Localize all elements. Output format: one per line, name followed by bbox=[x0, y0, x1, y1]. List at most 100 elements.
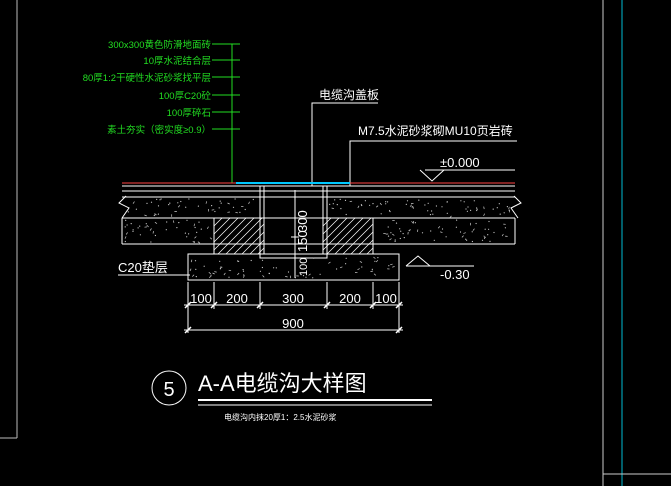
hatch-dash bbox=[208, 276, 212, 278]
hatch-dash bbox=[190, 259, 193, 263]
hatch-dot bbox=[377, 257, 379, 259]
hatch-dot bbox=[275, 267, 277, 269]
hatch-dot bbox=[339, 198, 341, 200]
hatch-dot bbox=[186, 236, 188, 238]
drawing-title: A-A电缆沟大样图 bbox=[198, 371, 367, 396]
hatch-dot bbox=[200, 228, 202, 230]
hatch-dot bbox=[166, 221, 168, 223]
hatch-dot bbox=[125, 219, 127, 221]
hatch-dot bbox=[427, 210, 429, 212]
wall-label: M7.5水泥砂浆砌MU10页岩砖 bbox=[358, 123, 513, 138]
dim-tick bbox=[395, 301, 403, 309]
hatch-dash bbox=[483, 236, 486, 240]
note-gravel: 100厚碎石 bbox=[167, 107, 211, 119]
hatch-dot bbox=[475, 222, 477, 225]
hatch-dot bbox=[489, 240, 491, 242]
hatch-dot bbox=[154, 234, 156, 237]
hatch-dash bbox=[208, 272, 212, 275]
hatch-dash bbox=[173, 220, 175, 223]
hatch-dot bbox=[259, 270, 261, 272]
hatch-dot bbox=[198, 221, 200, 223]
hatch-dot bbox=[219, 268, 221, 270]
brick-hatch-line bbox=[213, 217, 223, 227]
hatch-dot bbox=[242, 269, 244, 271]
dim-seg-2: 200 bbox=[226, 291, 248, 306]
hatch-dash bbox=[409, 204, 412, 207]
hatch-dot bbox=[406, 200, 409, 202]
hatch-dash bbox=[461, 235, 464, 238]
hatch-dot bbox=[197, 205, 199, 207]
title-number-circle bbox=[151, 370, 187, 406]
elev-bottom-marker bbox=[405, 255, 431, 267]
height-150: 150 bbox=[295, 230, 310, 252]
hatch-dot bbox=[228, 276, 230, 278]
hatch-dash bbox=[331, 207, 335, 210]
hatch-dash bbox=[235, 211, 238, 214]
hatch-dash bbox=[152, 231, 154, 234]
hatch-dot bbox=[388, 265, 390, 267]
hatch-dot bbox=[214, 210, 216, 213]
hatch-dot bbox=[273, 267, 275, 269]
hatch-dot bbox=[188, 233, 190, 235]
hatch-dot bbox=[445, 236, 447, 238]
hatch-dot bbox=[344, 199, 347, 201]
hatch-dot bbox=[150, 241, 152, 243]
hatch-dot bbox=[476, 207, 478, 209]
dim-tick bbox=[395, 326, 403, 334]
hatch-dot bbox=[203, 265, 205, 267]
hatch-dash bbox=[411, 221, 414, 224]
hatch-dot bbox=[387, 226, 389, 228]
hatch-dot bbox=[160, 198, 162, 200]
hatch-dot bbox=[159, 199, 161, 201]
hatch-dash bbox=[328, 261, 331, 264]
hatch-dash bbox=[373, 273, 377, 276]
hatch-dot bbox=[493, 231, 495, 234]
hatch-dot bbox=[312, 277, 314, 279]
height-300: 300 bbox=[295, 210, 310, 232]
cover-plate-leader bbox=[311, 102, 378, 186]
break-line-right bbox=[510, 195, 522, 219]
hatch-dot bbox=[150, 201, 153, 203]
hatch-dot bbox=[336, 268, 338, 270]
brick-hatch-line bbox=[233, 223, 265, 255]
elev-top-marker bbox=[419, 169, 445, 182]
hatch-dot bbox=[345, 213, 347, 216]
hatch-dot bbox=[334, 199, 336, 201]
hatch-dot bbox=[319, 273, 321, 275]
hatch-dot bbox=[476, 209, 478, 212]
hatch-dash bbox=[463, 232, 466, 234]
note-paving: 300x300黄色防滑地面砖 bbox=[108, 39, 211, 51]
hatch-dot bbox=[242, 270, 245, 272]
hatch-dot bbox=[503, 212, 505, 214]
hatch-dot bbox=[268, 272, 270, 275]
hatch-dash bbox=[357, 205, 360, 209]
hatch-dot bbox=[374, 260, 376, 262]
cover-plate-label: 电缆沟盖板 bbox=[319, 88, 379, 102]
hatch-dash bbox=[389, 238, 392, 241]
hatch-dot bbox=[302, 275, 305, 277]
hatch-dash bbox=[209, 237, 213, 240]
hatch-dot bbox=[169, 202, 171, 204]
hatch-dot bbox=[388, 210, 391, 212]
dimension-lines bbox=[184, 282, 403, 334]
hatch-dot bbox=[429, 214, 432, 216]
hatch-dash bbox=[472, 228, 475, 231]
brick-hatch-line bbox=[334, 217, 372, 255]
hatch-dot bbox=[176, 227, 178, 229]
brick-hatch-line bbox=[249, 239, 265, 255]
hatch-dot bbox=[154, 213, 156, 215]
hatch-dot bbox=[488, 220, 490, 223]
hatch-dot bbox=[146, 202, 148, 204]
hatch-dash bbox=[206, 226, 209, 229]
hatch-dash bbox=[375, 205, 379, 208]
hatch-dash bbox=[373, 256, 376, 259]
hatch-dot bbox=[221, 266, 223, 268]
hatch-dot bbox=[463, 201, 465, 203]
hatch-dot bbox=[411, 206, 413, 208]
title-number: 5 bbox=[163, 379, 174, 401]
hatch-dot bbox=[157, 205, 160, 207]
dim-seg-1: 100 bbox=[190, 291, 212, 306]
hatch-dot bbox=[430, 230, 432, 232]
title-note: 电缆沟内抹20厚1：2.5水泥砂浆 bbox=[224, 412, 336, 422]
